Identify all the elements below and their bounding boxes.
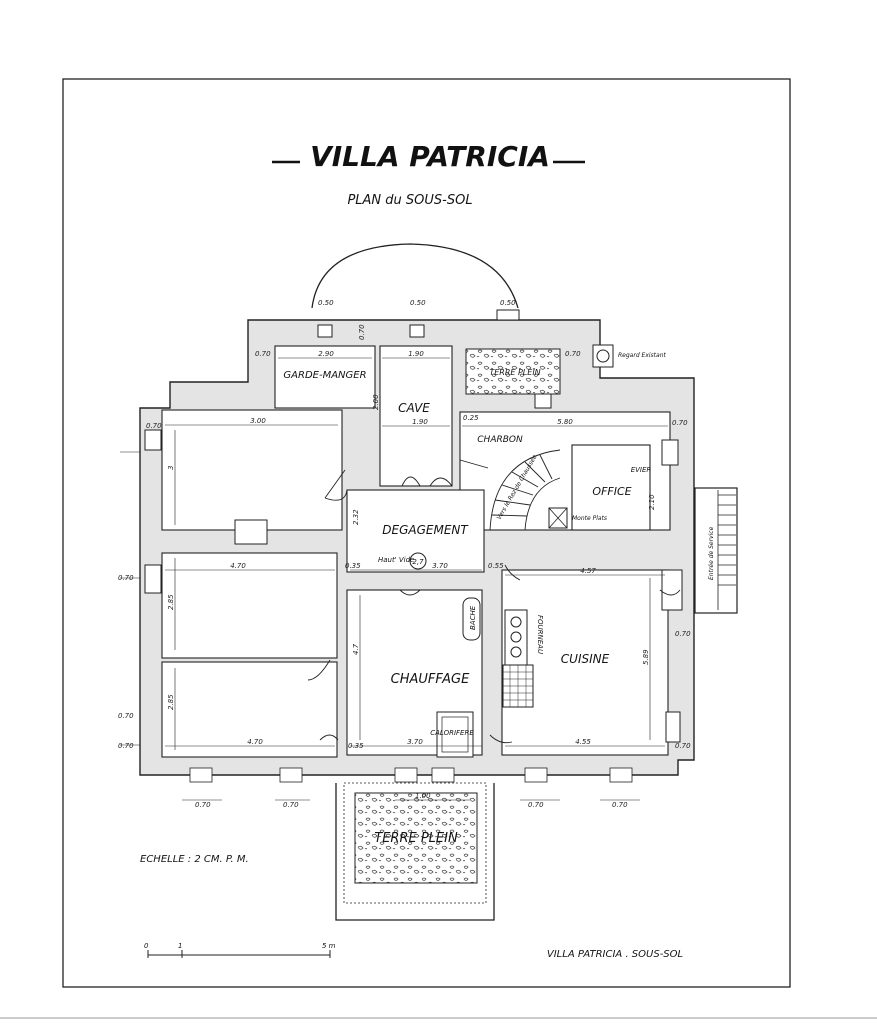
dim-deg-w: 3.70	[432, 562, 448, 570]
label-office: OFFICE	[592, 485, 631, 498]
bay-arc	[311, 243, 519, 309]
dim-win-4: 0.70	[283, 801, 299, 809]
dim-left-mid-h: 2.85	[167, 594, 175, 610]
dim-win-6: 0.70	[612, 801, 628, 809]
dim-opening-1: 0.50	[318, 299, 334, 307]
dim-h070: 0.70	[358, 324, 366, 340]
scale-bar	[147, 950, 331, 958]
dim-wall-a: 0.35	[348, 742, 364, 750]
dim-win-7: 0.70	[118, 574, 134, 582]
dim-charbon-w: 5.80	[557, 418, 573, 426]
dim-left-bot-w: 4.70	[247, 738, 263, 746]
dim-wall-b: 0.55	[488, 562, 504, 570]
label-charbon: CHARBON	[477, 435, 523, 445]
service-entrance	[694, 487, 738, 614]
label-cuisine: CUISINE	[561, 652, 610, 666]
dim-cuisine-w2: 4.55	[575, 738, 591, 746]
dim-win-13: 0.70	[672, 419, 688, 427]
room-degagement	[346, 489, 485, 573]
dim-door: 1.00	[415, 792, 431, 800]
room-office	[571, 444, 651, 531]
dim-cave-w2: 1.90	[412, 418, 428, 426]
scale-label: ECHELLE : 2 CM. P. M.	[140, 854, 249, 865]
dim-win-8: 0.70	[118, 712, 134, 720]
dim-win-5: 0.70	[528, 801, 544, 809]
dim-garde-w: 2.90	[318, 350, 334, 358]
dim-left-top-w: 3.00	[250, 417, 266, 425]
footer-title: VILLA PATRICIA . SOUS-SOL	[547, 949, 683, 960]
room-garde-manger	[274, 345, 376, 409]
label-entree-service: Entrée de Service	[708, 526, 715, 580]
room-left-top	[161, 409, 343, 531]
dim-win-11: 0.70	[675, 630, 691, 638]
label-haut-num: 2,7	[412, 558, 424, 566]
dim-win-10: 0.70	[146, 422, 162, 430]
dim-win-9: 0.70	[118, 742, 134, 750]
room-left-mid	[161, 552, 338, 659]
dim-win-2: 0.70	[565, 350, 581, 358]
scale-tick-5: 5 m	[322, 942, 336, 950]
bache	[462, 597, 481, 641]
dim-left-mid-w: 4.70	[230, 562, 246, 570]
label-cave: CAVE	[398, 401, 430, 415]
dim-wall-c: 0.25	[463, 414, 479, 422]
dim-cuisine-w: 4.57	[580, 567, 596, 575]
room-terre-plein-bottom	[354, 792, 478, 884]
label-degagement: DEGAGEMENT	[382, 523, 469, 537]
dim-win-12: 0.70	[675, 742, 691, 750]
label-garde-manger: GARDE-MANGER	[283, 370, 366, 381]
regard-box	[592, 344, 614, 368]
label-haut-vide: Haut' Vide	[378, 556, 414, 564]
calorifere	[436, 711, 474, 758]
dim-win-3: 0.70	[195, 801, 211, 809]
label-terre-plein-bottom: TERRE PLEIN	[374, 831, 458, 846]
label-fourneau: FOURNEAU	[536, 615, 544, 654]
room-left-bot	[161, 661, 338, 758]
dim-deg-h: 2.32	[352, 509, 360, 525]
dim-cuisine-h: 5.89	[642, 649, 650, 665]
plan-title: VILLA PATRICIA	[310, 140, 550, 173]
dim-office-h: 2.10	[648, 494, 656, 510]
dim-chauffage-w: 3.70	[407, 738, 423, 746]
dim-wall-d: 0.35	[345, 562, 361, 570]
label-regard: Regard Existant	[618, 352, 666, 359]
sheet-border	[62, 78, 791, 988]
dim-opening-3: 0.50	[500, 299, 516, 307]
dim-win-1: 0.70	[255, 350, 271, 358]
dim-cave-w: 1.90	[408, 350, 424, 358]
label-chauffage: CHAUFFAGE	[391, 672, 470, 687]
scale-tick-1: 1	[178, 942, 182, 950]
room-cuisine	[501, 569, 669, 756]
staircase	[489, 449, 561, 531]
plan-subtitle: PLAN du SOUS-SOL	[347, 193, 472, 208]
dim-left-top-h: 3	[167, 466, 175, 470]
room-terre-plein-top	[465, 348, 561, 395]
dim-left-bot-h: 2.85	[167, 694, 175, 710]
scale-tick-0: 0	[144, 942, 149, 950]
label-bache: BACHE	[469, 605, 477, 630]
dim-chauffage-h: 4.7	[352, 643, 360, 655]
dim-opening-2: 0.50	[410, 299, 426, 307]
label-evier: EVIER	[631, 466, 652, 474]
label-calorifere: CALORIFERE	[430, 729, 474, 737]
label-terre-plein-top: TERRE PLEIN	[489, 368, 540, 377]
room-cave	[379, 345, 453, 487]
dim-cave-h: 2.00	[372, 394, 380, 410]
label-monte-plats: Monte Plats	[572, 515, 607, 522]
